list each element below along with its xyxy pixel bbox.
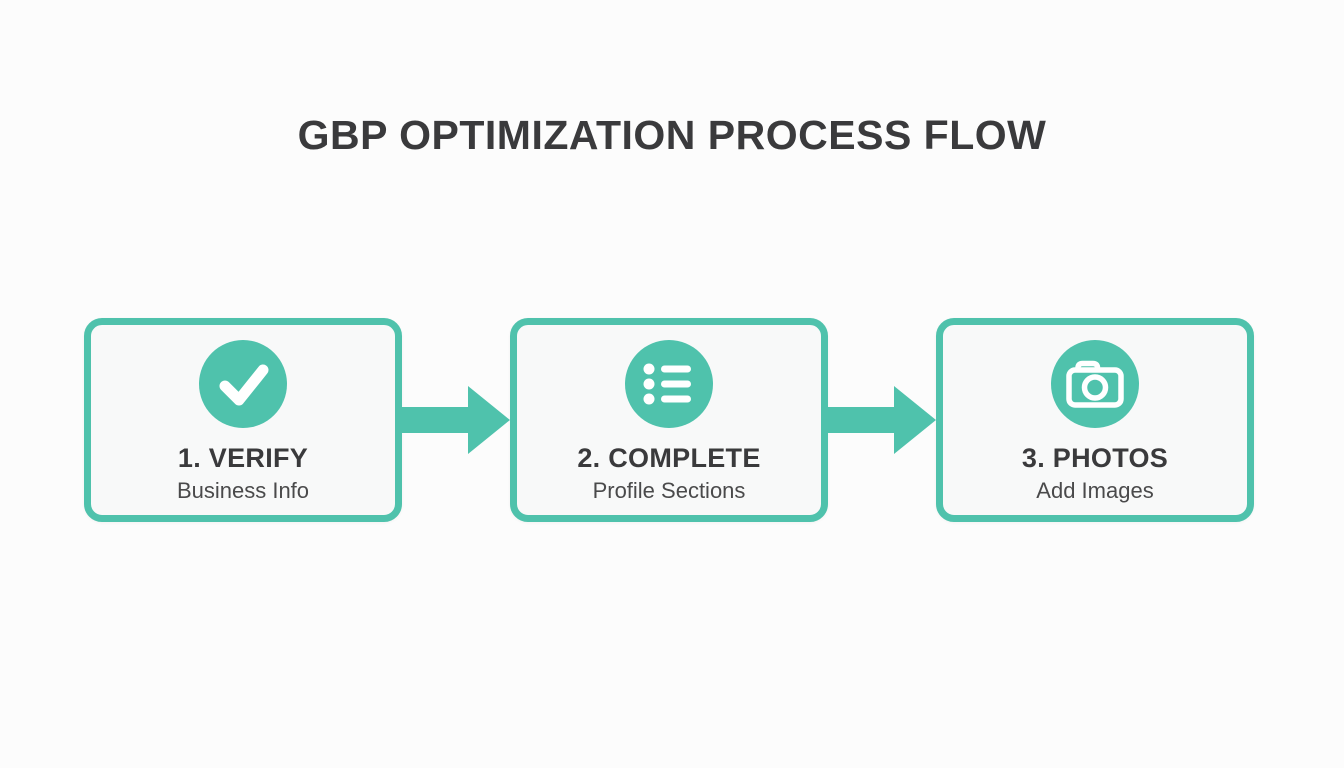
step-label: 1. VERIFY [177, 443, 309, 473]
check-icon [199, 340, 287, 428]
arrow-right-icon [400, 380, 512, 460]
step-card-photos: 3. PHOTOS Add Images [936, 318, 1254, 522]
step-sublabel: Profile Sections [592, 477, 746, 503]
step-sublabel: Business Info [176, 477, 310, 503]
arrow-right-icon [826, 380, 938, 460]
list-icon [625, 340, 713, 428]
step-card-complete: 2. COMPLETE Profile Sections [510, 318, 828, 522]
process-flow: 1. VERIFY Business Info 2. COMPLETE Prof… [84, 318, 1254, 522]
step-sublabel: Add Images [1036, 477, 1154, 503]
step-label: 2. COMPLETE [577, 443, 761, 473]
step-card-verify: 1. VERIFY Business Info [84, 318, 402, 522]
step-label: 3. PHOTOS [1021, 443, 1169, 473]
page-title: GBP OPTIMIZATION PROCESS FLOW [297, 112, 1047, 158]
camera-icon [1051, 340, 1139, 428]
